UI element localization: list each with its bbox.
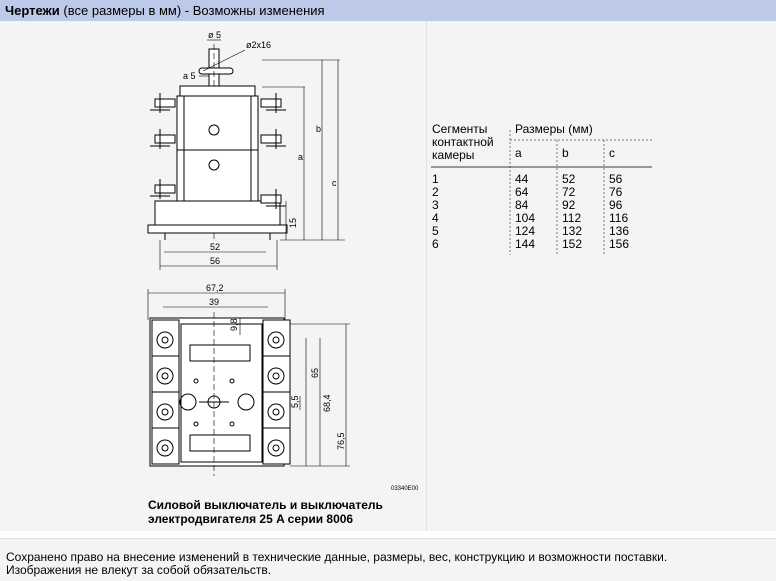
table-cell: 156 — [609, 237, 630, 251]
table-cell: 136 — [609, 224, 630, 238]
table-cell: 104 — [515, 211, 536, 225]
dim-55: 5,5 — [290, 395, 300, 408]
dim-d5: ø 5 — [208, 30, 221, 40]
table-cell: 44 — [515, 172, 529, 186]
dim-a: a — [298, 152, 303, 162]
table-cell: 2 — [432, 185, 439, 199]
table-col-b: b — [562, 146, 569, 160]
dim-b: b — [316, 124, 321, 134]
dim-56: 56 — [210, 256, 220, 266]
dim-765: 76,5 — [336, 432, 346, 450]
dim-98: 9,8 — [229, 318, 239, 331]
dim-d2x16: ø2x16 — [246, 40, 271, 50]
dim-15: 15 — [288, 218, 298, 228]
table-head-dims: Размеры (мм) — [515, 122, 593, 136]
table-head-segments-3: камеры — [432, 148, 475, 162]
dim-65: 65 — [310, 368, 320, 378]
table-cell: 64 — [515, 185, 529, 199]
table-cell: 72 — [562, 185, 576, 199]
technical-drawing: ø 5 ø2x16 a 5 52 56 b a c 15 67,2 39 9,8… — [147, 30, 419, 492]
table-cell: 84 — [515, 198, 529, 212]
dim-a5: a 5 — [183, 71, 196, 81]
dim-672: 67,2 — [206, 283, 224, 293]
footer: Сохранено право на внесение изменений в … — [0, 538, 776, 581]
table-cell: 92 — [562, 198, 576, 212]
caption-line-1: Силовой выключатель и выключатель — [148, 498, 383, 512]
dim-c: c — [332, 178, 337, 188]
table-cell: 112 — [562, 211, 582, 225]
table-head-segments-2: контактной — [432, 135, 494, 149]
table-cell: 124 — [515, 224, 536, 238]
footer-line-1: Сохранено право на внесение изменений в … — [6, 550, 668, 564]
header-title-bold: Чертежи — [5, 3, 60, 18]
table-head-segments-1: Сегменты — [432, 122, 488, 136]
drawing-caption: Силовой выключатель и выключатель электр… — [148, 498, 383, 526]
header-bar: Чертежи (все размеры в мм) - Возможны из… — [0, 0, 776, 21]
table-cell: 56 — [609, 172, 623, 186]
table-cell: 96 — [609, 198, 623, 212]
table-cell: 52 — [562, 172, 576, 186]
dim-684: 68,4 — [322, 394, 332, 412]
dim-39: 39 — [209, 297, 219, 307]
table-cell: 144 — [515, 237, 536, 251]
header-title-rest: (все размеры в мм) - Возможны изменения — [63, 3, 325, 18]
table-cell: 116 — [609, 211, 629, 225]
drawing-code: 03340E00 — [391, 486, 419, 492]
table-cell: 5 — [432, 224, 439, 238]
table-col-c: c — [609, 146, 615, 160]
table-col-a: a — [515, 146, 522, 160]
table-cell: 4 — [432, 211, 439, 225]
table-cell: 152 — [562, 237, 583, 251]
table-cell: 3 — [432, 198, 439, 212]
table-cell: 1 — [432, 172, 439, 186]
table-cell: 132 — [562, 224, 583, 238]
dim-52: 52 — [210, 242, 220, 252]
table-cell: 6 — [432, 237, 439, 251]
footer-line-2: Изображения не влекут за собой обязатель… — [6, 563, 272, 577]
table-pane — [427, 21, 776, 531]
caption-line-2: электродвигателя 25 A серии 8006 — [148, 512, 354, 526]
table-cell: 76 — [609, 185, 623, 199]
